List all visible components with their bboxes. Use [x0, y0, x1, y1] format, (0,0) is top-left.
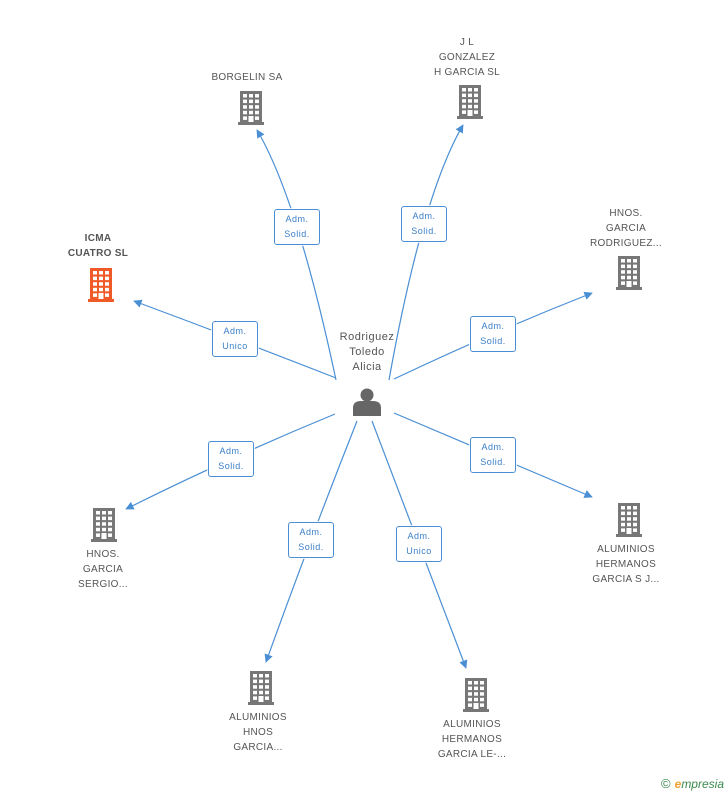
company-label-line: HNOS.: [609, 208, 643, 219]
person-icon[interactable]: [353, 388, 381, 417]
edge-jl-gonzalez: [388, 124, 464, 381]
company-label-line: HERMANOS: [441, 734, 503, 745]
relation-badge-hnos-garcia-sergio[interactable]: Adm. Solid.: [208, 441, 254, 477]
building-icon[interactable]: [616, 503, 642, 537]
company-label-line: BORGELIN SA: [211, 72, 283, 83]
relation-badge-icma-cuatro[interactable]: Adm. Unico: [212, 321, 258, 357]
relation-text: Adm.: [481, 321, 505, 331]
person-name-line: Rodriguez: [339, 331, 395, 343]
relation-text: Adm.: [223, 326, 247, 336]
company-label-line: SERGIO...: [78, 579, 128, 590]
company-label-line: ALUMINIOS: [443, 719, 501, 730]
company-label-jl-gonzalez[interactable]: J L GONZALEZ H GARCIA SL: [434, 35, 500, 80]
company-label-line: H GARCIA SL: [433, 67, 501, 78]
company-label-icma-cuatro[interactable]: ICMA CUATRO SL: [68, 231, 128, 261]
brand-initial: e: [674, 777, 682, 791]
relation-text: Solid.: [218, 461, 244, 471]
company-label-hnos-garcia-sergio[interactable]: HNOS. GARCIA SERGIO...: [78, 547, 128, 592]
relation-badge-aluminios-hermanos-garcia-le[interactable]: Adm. Unico: [396, 526, 442, 562]
company-label-line: GARCIA S J...: [592, 574, 660, 585]
building-icon[interactable]: [248, 671, 274, 705]
company-label-line: J L: [459, 37, 475, 48]
company-label-line: CUATRO SL: [67, 248, 129, 259]
company-label-line: GARCIA...: [233, 742, 283, 753]
building-icon[interactable]: [88, 268, 114, 302]
brand-name: mpresia: [681, 777, 724, 791]
relation-badge-aluminios-hermanos-garcia-sj[interactable]: Adm. Solid.: [470, 437, 516, 473]
icons-layer: [88, 85, 642, 712]
relation-badge-jl-gonzalez[interactable]: Adm. Solid.: [401, 206, 447, 242]
company-label-line: ALUMINIOS: [597, 544, 655, 555]
footer-brand[interactable]: ©empresia: [661, 776, 724, 791]
company-label-line: ICMA: [84, 233, 112, 244]
copyright-symbol: ©: [661, 776, 671, 791]
relation-badge-aluminios-hnos-garcia[interactable]: Adm. Solid.: [288, 522, 334, 558]
relation-text: Adm.: [299, 527, 323, 537]
relation-text: Solid.: [298, 542, 324, 552]
company-label-line: RODRIGUEZ...: [590, 238, 662, 249]
company-label-line: GONZALEZ: [438, 52, 496, 63]
company-label-line: GARCIA: [605, 223, 647, 234]
company-label-hnos-garcia-rodriguez[interactable]: HNOS. GARCIA RODRIGUEZ...: [590, 206, 662, 251]
company-label-line: ALUMINIOS: [229, 712, 287, 723]
person-name-line: Toledo: [349, 346, 385, 358]
relation-text: Solid.: [411, 226, 437, 236]
edge-borgelin: [256, 129, 337, 381]
building-icon[interactable]: [457, 85, 483, 119]
company-label-aluminios-hermanos-garcia-le[interactable]: ALUMINIOS HERMANOS GARCIA LE-...: [438, 717, 506, 762]
relation-text: Adm.: [407, 531, 431, 541]
relation-text: Adm.: [219, 446, 243, 456]
relation-badge-hnos-garcia-rodriguez[interactable]: Adm. Solid.: [470, 316, 516, 352]
company-label-aluminios-hermanos-garcia-sj[interactable]: ALUMINIOS HERMANOS GARCIA S J...: [592, 542, 659, 587]
relation-text: Adm.: [412, 211, 436, 221]
company-label-line: GARCIA: [82, 564, 124, 575]
company-label-line: HERMANOS: [595, 559, 657, 570]
company-label-borgelin[interactable]: BORGELIN SA: [211, 70, 282, 85]
relation-text: Unico: [406, 546, 432, 556]
building-icon[interactable]: [238, 91, 264, 125]
relation-text: Adm.: [481, 442, 505, 452]
relation-text: Solid.: [284, 229, 310, 239]
building-icon[interactable]: [463, 678, 489, 712]
edges-layer: [125, 124, 593, 669]
relation-text: Adm.: [285, 214, 309, 224]
relation-text: Solid.: [480, 457, 506, 467]
relation-text: Solid.: [480, 336, 506, 346]
company-label-line: HNOS: [242, 727, 274, 738]
relation-badge-borgelin[interactable]: Adm. Solid.: [274, 209, 320, 245]
building-icon[interactable]: [616, 256, 642, 290]
company-label-line: HNOS.: [86, 549, 120, 560]
building-icon[interactable]: [91, 508, 117, 542]
company-label-aluminios-hnos-garcia[interactable]: ALUMINIOS HNOS GARCIA...: [229, 710, 287, 755]
relation-text: Unico: [222, 341, 248, 351]
person-name-line: Alicia: [352, 361, 382, 373]
company-label-line: GARCIA LE-...: [437, 749, 507, 760]
